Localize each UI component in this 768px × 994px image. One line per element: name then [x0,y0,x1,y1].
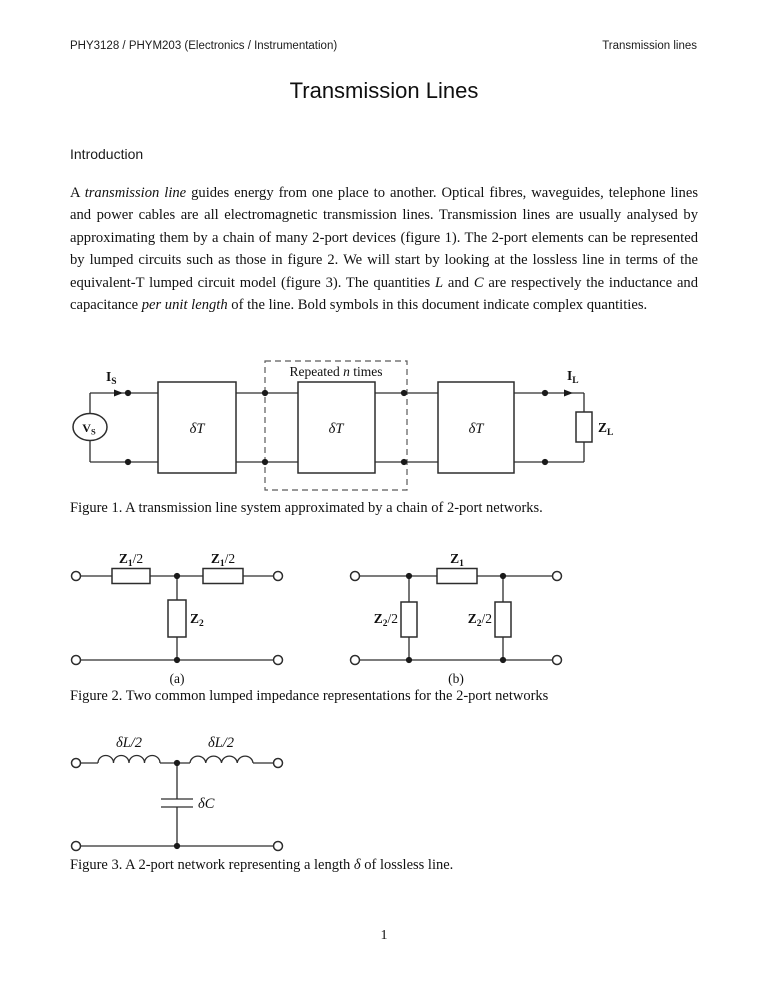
terminal [272,654,284,666]
subfigure-a-label: (a) [170,671,185,686]
junction-dot [499,656,507,664]
terminal [70,654,82,666]
terminal [70,757,82,769]
par-seg: and [443,274,474,291]
junction-dot [124,389,132,397]
series-impedance-symbol [202,567,244,585]
caption-seg: Figure 3. A 2-port network representing … [70,857,354,873]
shunt-impedance-symbol [167,599,187,638]
header-course-code: PHY3128 / PHYM203 (Electronics / Instrum… [70,40,338,52]
par-seg-italic: L [434,274,444,291]
section-heading-introduction: Introduction [70,146,144,162]
junction-dot [173,656,181,664]
load-impedance-symbol [575,411,593,443]
par-seg-italic: transmission line [84,185,187,201]
page-title: Transmission Lines [289,78,479,103]
source-voltage-label: VS [82,421,96,437]
junction-dot [541,458,549,466]
load-impedance-label: ZL [598,420,613,438]
junction-dot [541,389,549,397]
capacitor-label: δC [198,796,215,812]
caption-delta: δ [353,857,361,873]
z2-half-label: Z2/2 [374,611,398,629]
terminal [349,570,361,582]
terminal [272,570,284,582]
inductor-label: δL/2 [116,735,142,751]
terminal [272,757,284,769]
two-port-block [157,381,237,474]
figure1-diagram: Repeated n times VS δT δT δT ZL IS IL [72,360,613,491]
terminal [70,840,82,852]
figure3-caption: Figure 3. A 2-port network representing … [70,857,453,874]
z1-half-label: Z1/2 [119,551,143,569]
z1-label: Z1 [450,551,464,569]
junction-dot [499,572,507,580]
par-seg: are respectively the inductance and capa… [70,274,699,314]
junction-dot [173,759,181,767]
two-port-block [297,381,376,474]
voltage-source-symbol [72,412,108,442]
repeat-dashed-box [264,360,408,491]
z2-half-label: Z2/2 [468,611,492,629]
junction-dot [405,656,413,664]
shunt-impedance-symbol [494,601,512,638]
current-arrow [564,389,573,397]
delta-t-label: δT [469,421,485,437]
par-seg: of the line. Bold symbols in this docume… [227,297,648,314]
inductor-coil [97,754,161,764]
introduction-paragraph: A transmission line guides energy from o… [70,182,698,316]
series-impedance-symbol [111,567,151,585]
terminal [272,840,284,852]
series-impedance-symbol [436,567,478,585]
par-seg-italic: per unit length [141,297,228,314]
par-seg: guides energy from one place to another.… [70,185,699,291]
current-arrow [114,389,123,397]
junction-dot [173,572,181,580]
figure2-diagram: Z1/2 Z1/2 Z2 (a) Z1 Z2/2 Z2/2 (b) [70,551,563,686]
header-doc-title: Transmission lines [602,40,697,52]
z1-half-label: Z1/2 [211,551,235,569]
caption-seg: of lossless line. [360,857,454,873]
inductor-coil [189,755,254,764]
terminal [551,570,563,582]
junction-dot [261,389,269,397]
source-current-label: IS [106,369,117,387]
par-seg: A [70,185,85,201]
figure2-caption: Figure 2. Two common lumped impedance re… [70,688,549,704]
junction-dot [400,389,408,397]
junction-dot [173,842,181,850]
junction-dot [405,572,413,580]
terminal [349,654,361,666]
inductor-label: δL/2 [208,735,234,751]
junction-dot [124,458,132,466]
delta-t-label: δT [190,421,206,437]
junction-dot [400,458,408,466]
delta-t-label: δT [329,421,345,437]
shunt-impedance-symbol [400,601,418,638]
terminal [70,570,82,582]
terminal [551,654,563,666]
figure3-diagram: δL/2 δL/2 δC [70,735,284,852]
two-port-block [437,381,515,474]
load-current-label: IL [567,368,579,386]
junction-dot [261,458,269,466]
repeated-n-times-label: Repeated n times [290,364,383,379]
page-number: 1 [380,928,388,943]
figure1-caption: Figure 1. A transmission line system app… [70,500,543,516]
subfigure-b-label: (b) [448,671,464,686]
par-seg-italic: C [473,274,484,291]
z2-label: Z2 [190,611,204,629]
